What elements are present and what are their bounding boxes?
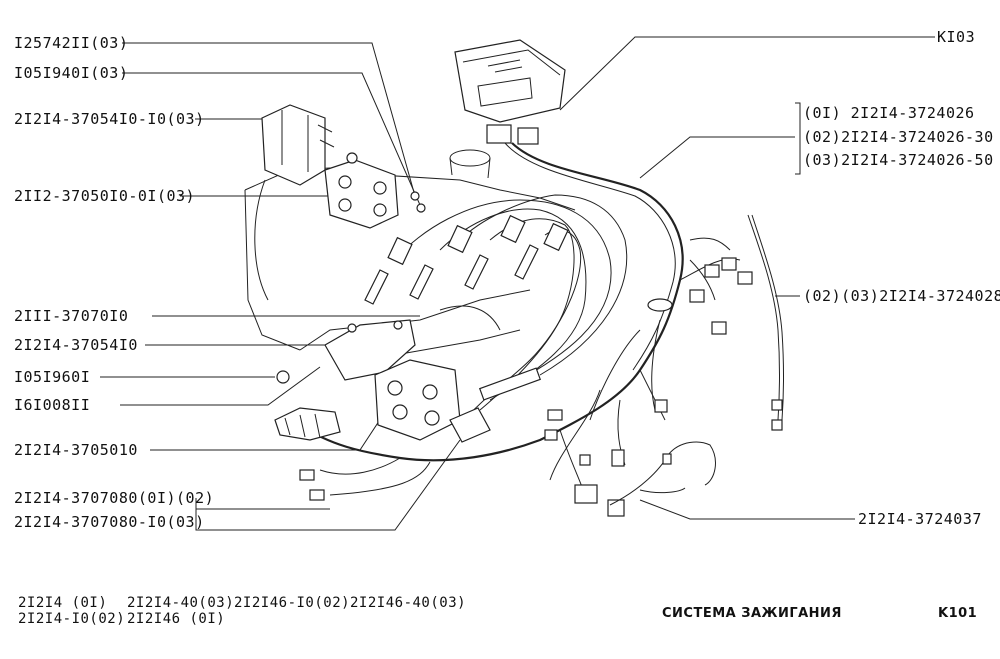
label-part-r2a: (0I) 2I2I4-3724026 [803, 104, 975, 122]
label-part-l4: 2II2-37050I0-0I(03) [14, 187, 196, 205]
coil-bracket-top [261, 104, 426, 229]
model-label-6: 2I2I46 (0I) [127, 611, 226, 627]
model-label-5: 2I2I4-I0(02) [18, 611, 126, 627]
page-code: K101 [938, 606, 978, 621]
label-part-l10b: 2I2I4-3707080-I0(03) [14, 513, 205, 531]
label-part-l8: I6I008II [14, 396, 91, 414]
label-part-r2b: (02)2I2I4-3724026-30 [803, 128, 994, 146]
wiring-harness [299, 142, 753, 517]
wire-3724037 [609, 441, 716, 506]
label-part-l3: 2I2I4-37054I0-I0(03) [14, 110, 205, 128]
label-part-l2: I05I940I(03) [14, 64, 129, 82]
wire-3724028 [747, 214, 784, 431]
label-part-r4: 2I2I4-3724037 [858, 510, 982, 528]
label-part-l7: I05I960I [14, 368, 91, 386]
ecu-module [454, 39, 566, 145]
model-label-4: 2I2I46-40(03) [350, 595, 467, 611]
label-part-l10a: 2I2I4-3707080(0I)(02) [14, 489, 215, 507]
label-part-r1: KI03 [937, 28, 976, 46]
ht-leads [387, 194, 628, 426]
leader-lines-right [559, 36, 935, 520]
model-label-1: 2I2I4 (0I) [18, 595, 108, 611]
diagram-title: СИСТЕМА ЗАЖИГАНИЯ [662, 606, 842, 621]
coil-bracket-lower [274, 319, 491, 443]
spark-plugs [364, 244, 539, 305]
label-part-l5: 2III-37070I0 [14, 307, 129, 325]
engine-block [244, 149, 576, 356]
model-label-2: 2I2I4-40(03) [127, 595, 235, 611]
label-part-r3: (02)(03)2I2I4-3724028 [803, 287, 1000, 305]
label-part-l1: I25742II(03) [14, 34, 129, 52]
model-label-3: 2I2I46-I0(02) [234, 595, 351, 611]
label-part-l9: 2I2I4-3705010 [14, 441, 138, 459]
label-part-l6: 2I2I4-37054I0 [14, 336, 138, 354]
label-part-r2c: (03)2I2I4-3724026-50 [803, 151, 994, 169]
